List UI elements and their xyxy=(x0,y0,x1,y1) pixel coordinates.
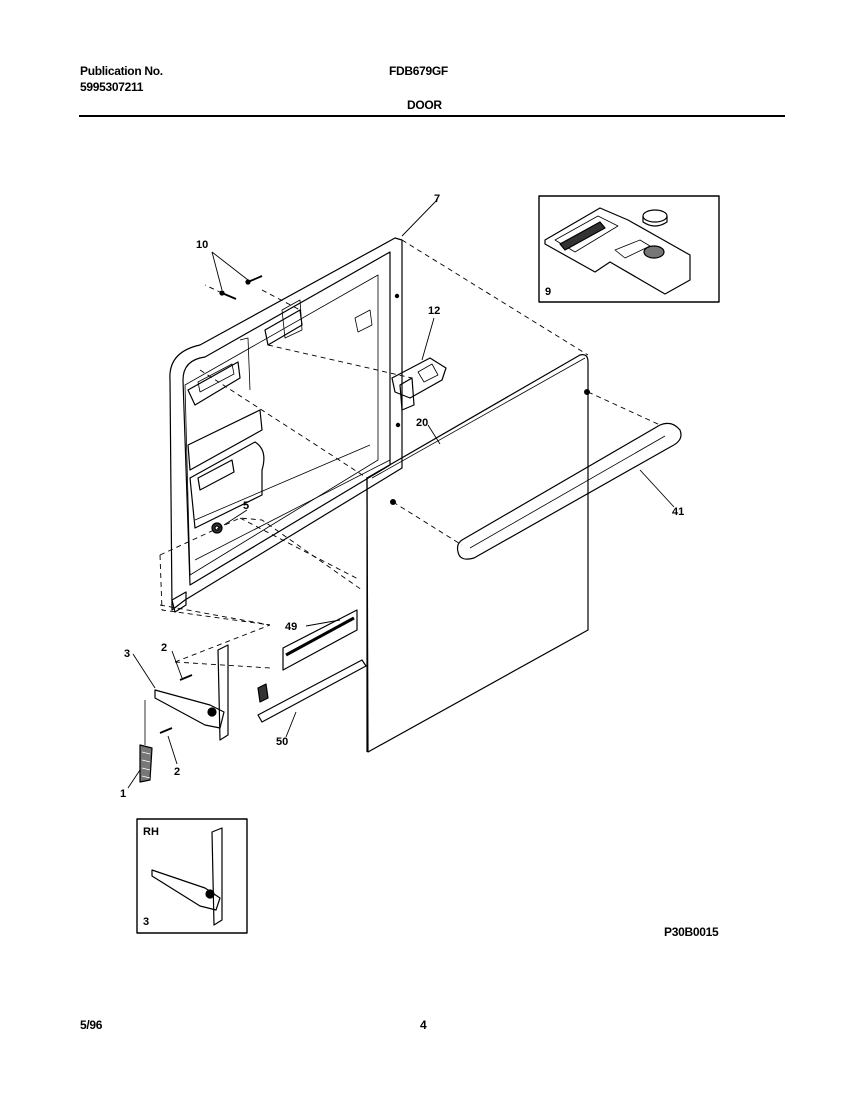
leader-lines xyxy=(127,199,675,789)
callout-50: 50 xyxy=(276,736,288,748)
vent-strip xyxy=(282,609,358,671)
spring xyxy=(139,700,153,783)
door-handle xyxy=(456,422,682,560)
dispenser-inset xyxy=(538,195,720,303)
callout-2-lower: 2 xyxy=(174,766,180,778)
section-title: DOOR xyxy=(407,98,442,112)
screws xyxy=(219,275,263,300)
callout-10: 10 xyxy=(196,239,208,251)
callout-7: 7 xyxy=(434,193,440,205)
control-bracket xyxy=(391,357,447,411)
footer-date: 5/96 xyxy=(80,1018,103,1032)
model-number: FDB679GF xyxy=(389,64,448,78)
alignment-lines xyxy=(159,239,661,669)
callout-41: 41 xyxy=(672,506,684,518)
callout-20: 20 xyxy=(416,417,428,429)
rod xyxy=(257,659,367,723)
inset-rh-label: RH xyxy=(143,826,159,838)
callout-12: 12 xyxy=(428,305,440,317)
inner-door-panel xyxy=(169,237,403,613)
callout-9: 9 xyxy=(545,286,551,298)
outer-door-panel xyxy=(366,354,590,753)
callout-3: 3 xyxy=(124,648,130,660)
footer-page-number: 4 xyxy=(420,1018,427,1032)
callout-1: 1 xyxy=(120,788,126,800)
publication-number: 5995307211 xyxy=(80,80,144,94)
rh-hinge-inset xyxy=(136,818,248,934)
callout-5: 5 xyxy=(243,500,249,512)
inset-rh-part: 3 xyxy=(143,916,149,928)
hinge-screws xyxy=(159,674,193,734)
callout-49: 49 xyxy=(285,621,297,633)
publication-label: Publication No. xyxy=(80,64,163,78)
hinge-assembly xyxy=(154,644,269,741)
drawing-code: P30B0015 xyxy=(664,925,719,939)
callout-2-upper: 2 xyxy=(161,642,167,654)
nut xyxy=(211,522,223,534)
header-rule xyxy=(79,115,785,117)
